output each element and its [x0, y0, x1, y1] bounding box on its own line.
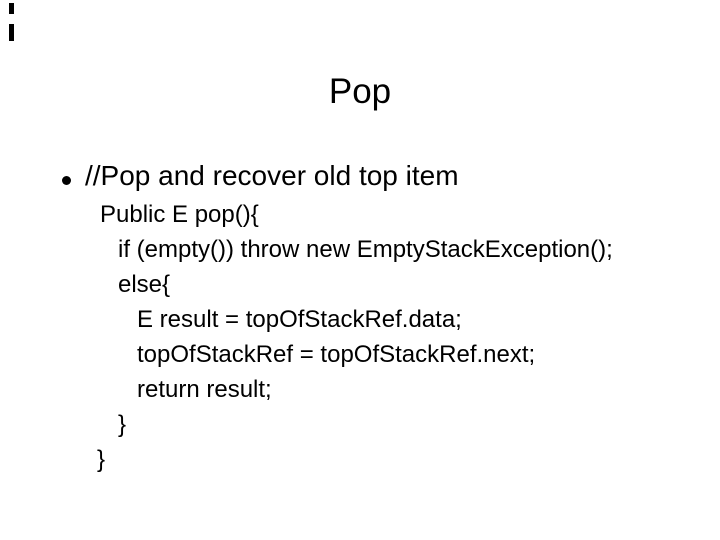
- code-line: topOfStackRef = topOfStackRef.next;: [137, 341, 536, 368]
- left-edge-artifact-bottom: [9, 24, 14, 41]
- bullet-marker-icon: [62, 176, 71, 185]
- code-block: Public E pop(){ if (empty()) throw new E…: [0, 197, 720, 477]
- code-line: }: [118, 411, 127, 438]
- code-line: E result = topOfStackRef.data;: [137, 306, 462, 333]
- bullet-item: //Pop and recover old top item: [0, 158, 720, 193]
- code-line: Public E pop(){: [100, 201, 259, 228]
- bullet-text: //Pop and recover old top item: [85, 160, 459, 191]
- left-edge-artifact-top: [9, 3, 14, 14]
- code-line: return result;: [137, 376, 272, 403]
- code-line: if (empty()) throw new EmptyStackExcepti…: [118, 236, 613, 263]
- code-line: }: [97, 446, 106, 473]
- code-line: else{: [118, 271, 171, 298]
- slide-title: Pop: [328, 72, 392, 111]
